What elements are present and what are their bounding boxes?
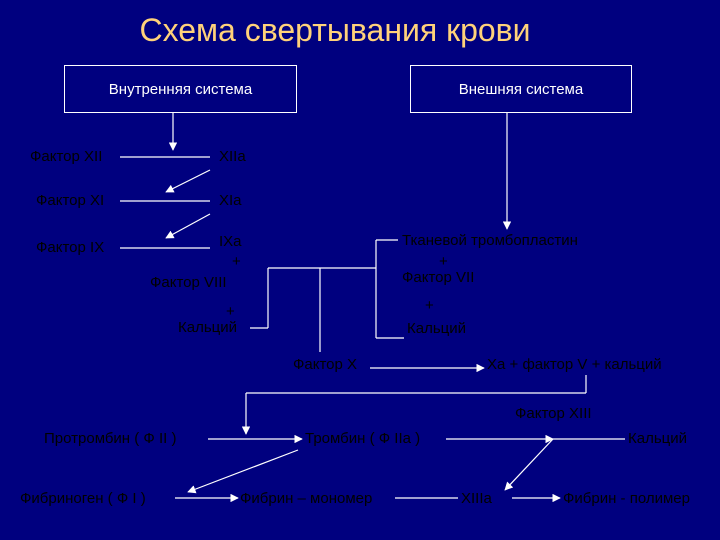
label-fibrin-polymer: Фибрин - полимер — [563, 490, 690, 507]
label-xa-complex: Ха + фактор V + кальций — [487, 356, 662, 373]
label-factor-vii: Фактор VII — [402, 269, 475, 286]
label-factor-xii: Фактор XII — [30, 148, 103, 165]
label-plus-1: + — [232, 253, 241, 270]
label-calcium-2: Кальций — [407, 320, 466, 337]
extrinsic-system-box: Внешняя система — [410, 65, 632, 113]
label-plus-2: + — [226, 303, 235, 320]
arrow-thrombin-to-fibrinogen — [187, 449, 299, 494]
label-calcium-1: Кальций — [178, 319, 237, 336]
label-fibrin-monomer: Фибрин – мономер — [240, 490, 373, 507]
label-prothrombin: Протромбин ( Ф II ) — [44, 430, 177, 447]
intrinsic-system-label: Внутренняя система — [108, 80, 253, 98]
arrow-xiia-to-xi — [165, 169, 211, 193]
label-plus-3: + — [439, 253, 448, 270]
label-factor-xi: Фактор XI — [36, 192, 105, 209]
label-calcium-3: Кальций — [628, 430, 687, 447]
label-factor-x: Фактор Х — [293, 356, 358, 373]
label-ixa: IXa — [219, 233, 242, 250]
label-factor-xiii: Фактор XIII — [515, 405, 592, 422]
label-thrombin: Тромбин ( Ф IIa ) — [305, 430, 421, 447]
arrow-xia-to-ix — [165, 213, 211, 239]
label-xiia: XIIa — [219, 148, 246, 165]
label-xiiia: XIIIa — [461, 490, 492, 507]
label-factor-ix: Фактор IX — [36, 239, 105, 256]
arrow-xiii-to-xiiia — [504, 438, 554, 491]
slide-title: Схема свертывания крови — [139, 12, 531, 48]
label-xia: XIa — [219, 192, 242, 209]
label-tissue-thromboplastin: Тканевой тромбопластин — [402, 232, 578, 249]
label-plus-4: + — [425, 297, 434, 314]
intrinsic-system-box: Внутренняя система — [64, 65, 297, 113]
label-fibrinogen: Фибриноген ( Ф I ) — [20, 490, 146, 507]
label-factor-viii: Фактор VIII — [150, 274, 227, 291]
extrinsic-system-label: Внешняя система — [458, 80, 584, 98]
